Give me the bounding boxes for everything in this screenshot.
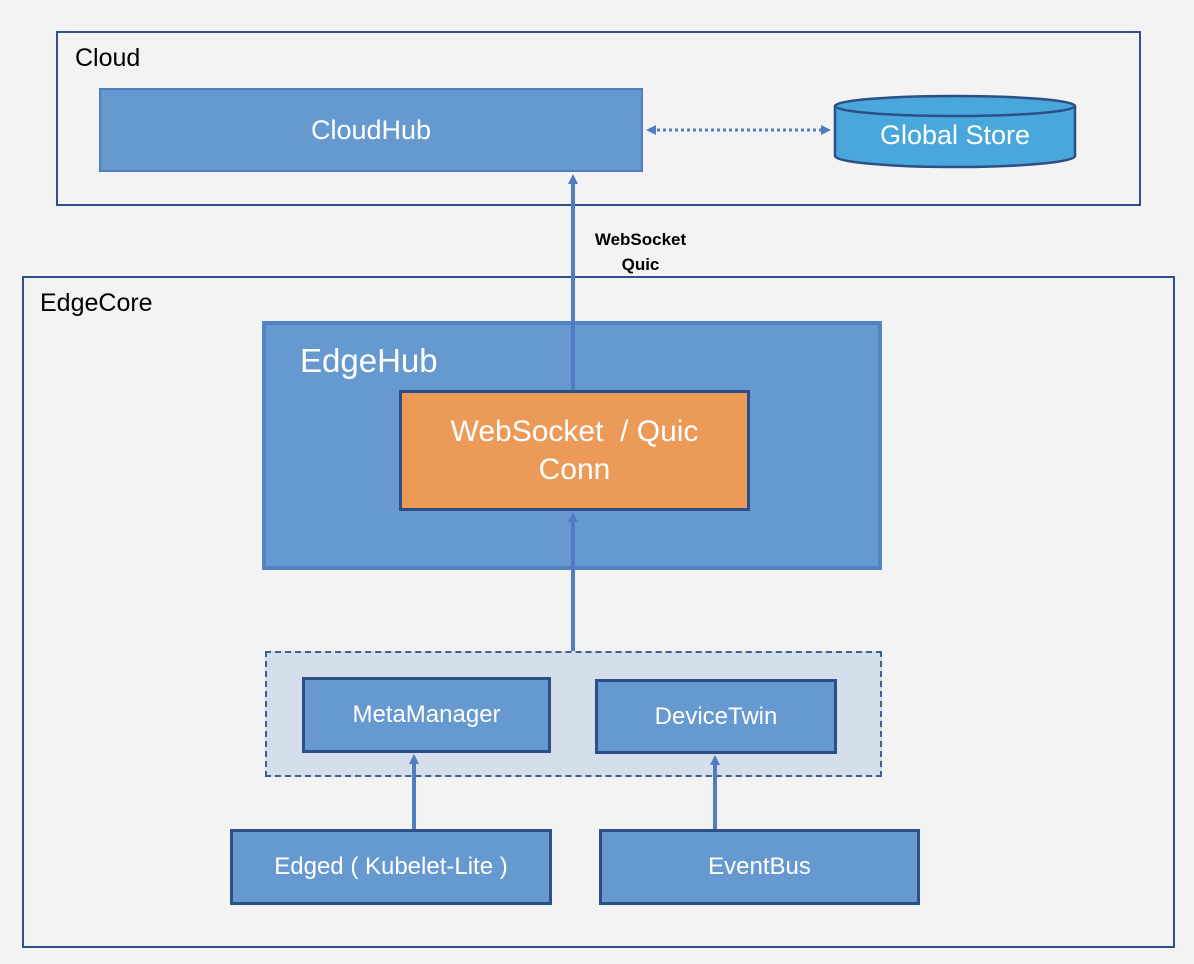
- cloud-label: Cloud: [75, 44, 141, 72]
- conn-line-2: Conn: [538, 452, 611, 486]
- edged-label: Edged ( Kubelet-Lite ): [274, 853, 508, 880]
- global-store-cylinder: [833, 94, 1077, 169]
- eventbus-label: EventBus: [708, 853, 811, 880]
- edgecore-region: [22, 276, 1175, 948]
- cloudhub-box: CloudHub: [99, 88, 643, 172]
- edged-box: Edged ( Kubelet-Lite ): [230, 829, 552, 905]
- websocket-quic-conn-box: WebSocket / Quic Conn: [399, 390, 750, 511]
- metamanager-box: MetaManager: [302, 677, 551, 753]
- connection-label-line-1: WebSocket: [594, 230, 687, 249]
- global-store-label: Global Store: [879, 120, 1031, 150]
- eventbus-box: EventBus: [599, 829, 920, 905]
- edgehub-label: EdgeHub: [300, 342, 438, 379]
- edgecore-label: EdgeCore: [40, 289, 153, 317]
- devicetwin-label: DeviceTwin: [654, 702, 778, 730]
- cloud-region: [56, 31, 1141, 206]
- devicetwin-box: DeviceTwin: [595, 679, 837, 754]
- conn-line-1: WebSocket / Quic: [450, 414, 699, 448]
- connection-label: WebSocket Quic: [578, 227, 703, 277]
- cloudhub-label: CloudHub: [310, 114, 432, 145]
- metamanager-label: MetaManager: [352, 701, 501, 728]
- connection-label-line-2: Quic: [621, 255, 660, 274]
